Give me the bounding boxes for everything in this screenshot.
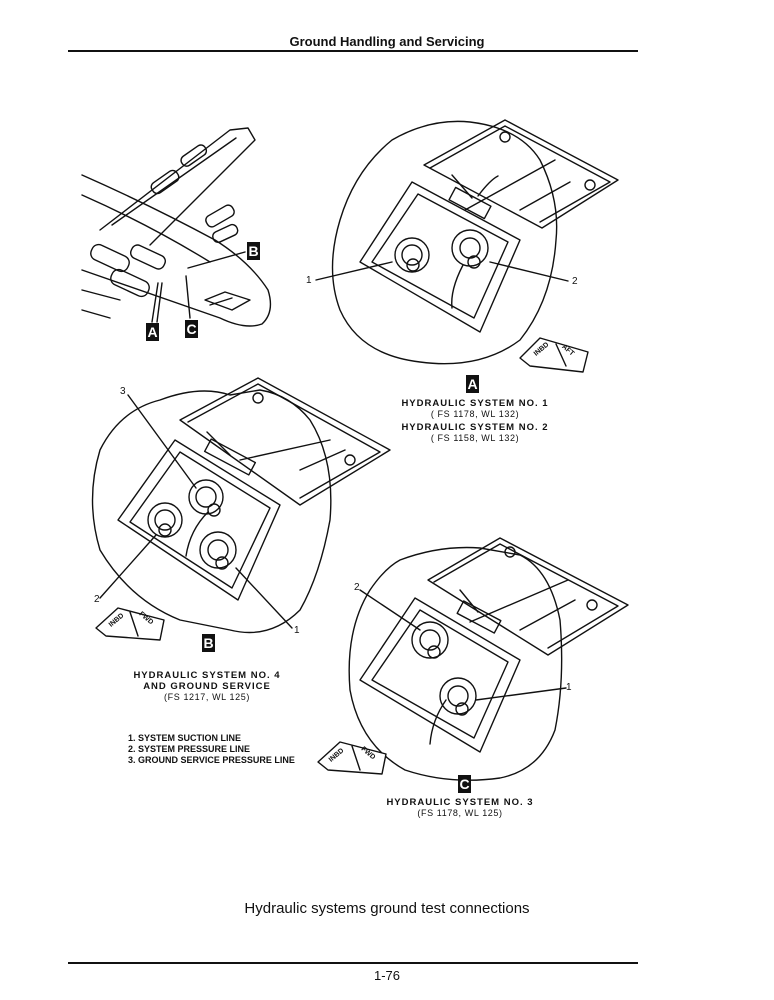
view-a-marker: A: [146, 323, 159, 341]
panel-a-line4: ( FS 1158, WL 132): [430, 433, 520, 443]
panel-c-line2: (FS 1178, WL 125): [417, 808, 503, 818]
callout-b-2: 2: [94, 594, 100, 605]
callout-b-3: 3: [120, 386, 126, 397]
view-b-marker: B: [247, 242, 260, 260]
panel-a-line1: HYDRAULIC SYSTEM NO. 1: [401, 398, 549, 409]
panel-b-letter: B: [202, 634, 215, 652]
figure-caption: Hydraulic systems ground test connection…: [244, 900, 530, 917]
page-number: 1-76: [373, 968, 401, 983]
panel-c-line1: HYDRAULIC SYSTEM NO. 3: [386, 797, 534, 808]
callout-a-2: 2: [572, 276, 578, 287]
panel-a-line3: HYDRAULIC SYSTEM NO. 2: [401, 422, 549, 433]
legend: 1. SYSTEM SUCTION LINE 2. SYSTEM PRESSUR…: [128, 733, 295, 766]
view-c-marker: C: [185, 320, 198, 338]
footer-rule: [68, 962, 638, 964]
panel-a-line2: ( FS 1178, WL 132): [430, 409, 520, 419]
callout-c-1: 1: [566, 682, 572, 693]
panel-c-drawing: [317, 537, 629, 781]
callout-a-1: 1: [306, 275, 312, 286]
panel-a-label: HYDRAULIC SYSTEM NO. 1 ( FS 1178, WL 132…: [380, 398, 570, 443]
page-header-title: Ground Handling and Servicing: [289, 34, 485, 49]
panel-b-label: HYDRAULIC SYSTEM NO. 4 AND GROUND SERVIC…: [112, 670, 302, 702]
panel-c-letter: C: [458, 775, 471, 793]
panel-b-line1: HYDRAULIC SYSTEM NO. 4: [133, 670, 281, 681]
panel-b-drawing: [91, 377, 391, 641]
callout-c-2: 2: [354, 582, 360, 593]
legend-item: 3. GROUND SERVICE PRESSURE LINE: [128, 755, 295, 765]
header-rule: [68, 50, 638, 52]
legend-item: 2. SYSTEM PRESSURE LINE: [128, 744, 251, 754]
panel-a-letter: A: [466, 375, 479, 393]
panel-b-line3: (FS 1217, WL 125): [164, 692, 250, 702]
panel-b-line2: AND GROUND SERVICE: [143, 681, 271, 692]
panel-a-drawing: [315, 119, 619, 373]
legend-item: 1. SYSTEM SUCTION LINE: [128, 733, 242, 743]
aircraft-fuselage-drawing: [81, 127, 272, 327]
panel-c-label: HYDRAULIC SYSTEM NO. 3 (FS 1178, WL 125): [370, 797, 550, 818]
callout-b-1: 1: [294, 625, 300, 636]
